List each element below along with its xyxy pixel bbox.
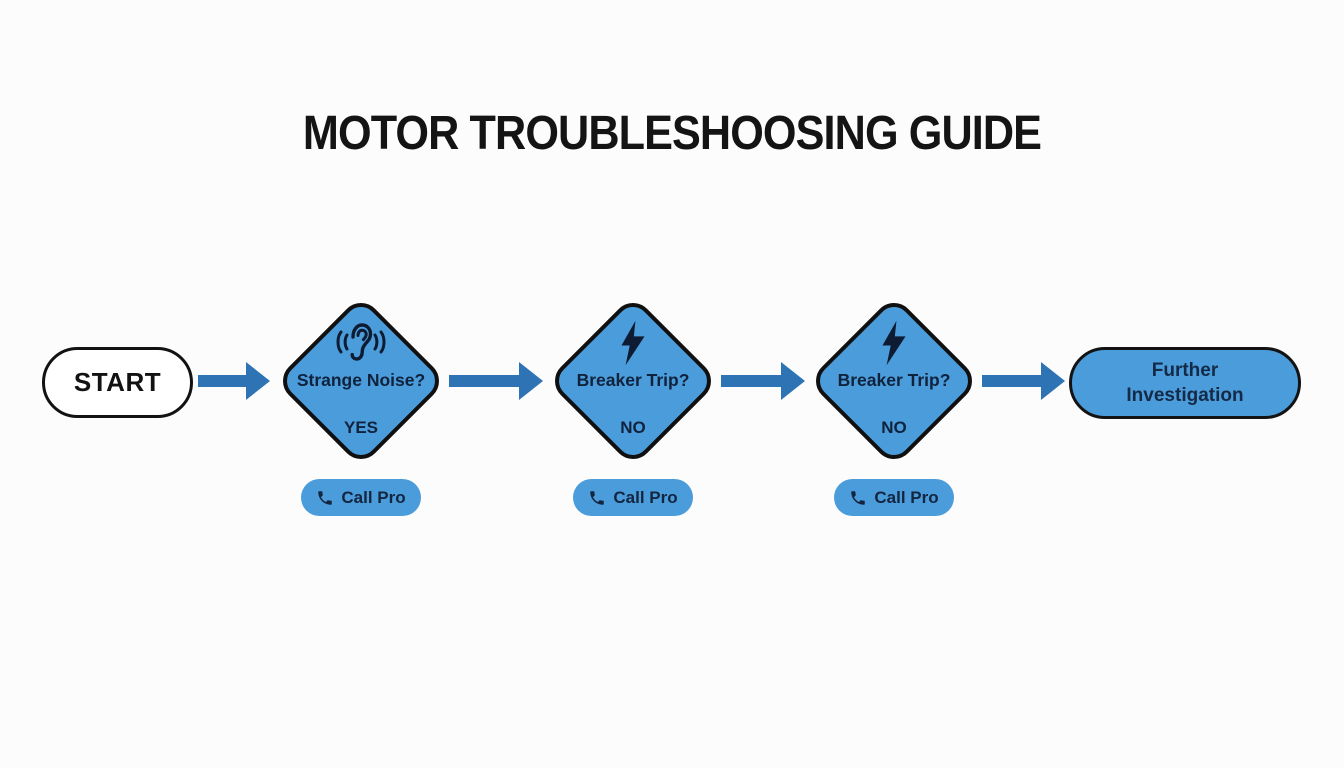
page-title: MOTOR TROUBLESHOOSING GUIDE	[302, 107, 1042, 160]
lightning-icon	[809, 320, 979, 366]
answer-label: NO	[620, 418, 646, 437]
flow-arrow-3	[721, 362, 805, 400]
arrow-right-icon	[449, 362, 543, 400]
flow-arrow-2	[449, 362, 543, 400]
call-pro-button-3[interactable]: Call Pro	[834, 479, 954, 516]
question-label: Breaker Trip?	[837, 370, 951, 390]
question-label: Breaker Trip?	[576, 370, 690, 390]
call-pro-button-2[interactable]: Call Pro	[573, 479, 693, 516]
ear-icon	[276, 320, 446, 364]
arrow-right-icon	[198, 362, 270, 400]
arrow-right-icon	[982, 362, 1065, 400]
answer-label: NO	[881, 418, 907, 437]
flow-node-strange-noise: Strange Noise? YES	[274, 294, 448, 468]
flow-node-breaker-trip-2: Breaker Trip? NO	[807, 294, 981, 468]
start-label: START	[73, 367, 162, 397]
question-label: Strange Noise?	[296, 370, 426, 390]
flow-node-further-investigation: Further Investigation	[1069, 347, 1301, 419]
lightning-icon	[548, 320, 718, 366]
phone-icon	[590, 490, 605, 505]
answer-label: YES	[343, 418, 379, 437]
call-pro-label: Call Pro	[874, 487, 939, 507]
call-pro-label: Call Pro	[613, 487, 678, 507]
phone-icon	[318, 490, 333, 505]
phone-icon	[851, 490, 866, 505]
call-pro-button-1[interactable]: Call Pro	[301, 479, 421, 516]
call-pro-label: Call Pro	[341, 487, 406, 507]
flow-arrow-1	[198, 362, 270, 400]
flow-node-breaker-trip-1: Breaker Trip? NO	[546, 294, 720, 468]
flow-arrow-4	[982, 362, 1065, 400]
end-label: Further Investigation	[1126, 359, 1244, 406]
arrow-right-icon	[721, 362, 805, 400]
flow-node-start: START	[42, 347, 193, 418]
